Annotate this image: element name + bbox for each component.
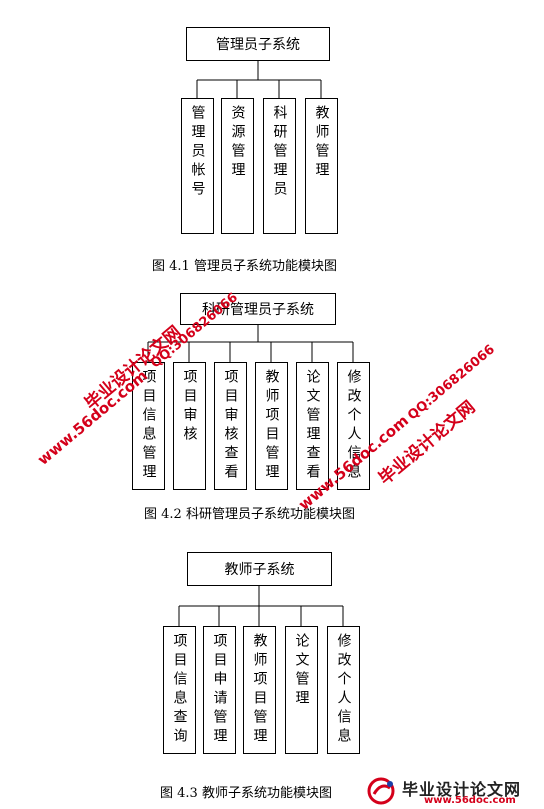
- diagram3-child-label: 论文管理: [293, 633, 310, 709]
- diagram3-child-label: 项目申请管理: [211, 633, 228, 747]
- diagram2-child-box: 教师项目管理: [255, 362, 288, 490]
- diagram3-child-box: 项目信息查询: [163, 626, 196, 754]
- diagram2-child-box: 项目审核: [173, 362, 206, 490]
- diagram1-child-label: 教师管理: [313, 105, 330, 181]
- diagram1-child-label: 科研管理员: [271, 105, 288, 200]
- diagram3-child-label: 项目信息查询: [171, 633, 188, 747]
- diagram1-root-label: 管理员子系统: [216, 37, 300, 53]
- diagram2-child-label: 项目审核: [181, 369, 198, 445]
- diagram3-child-label: 教师项目管理: [251, 633, 268, 747]
- diagram3-child-label: 修改个人信息: [335, 633, 352, 747]
- diagram1-child-box: 管理员帐号: [181, 98, 214, 234]
- diagram2-child-label: 项目信息管理: [140, 369, 157, 483]
- logo-mark-icon: [367, 777, 395, 805]
- diagram2-child-box: 论文管理查看: [296, 362, 329, 490]
- diagram2-child-label: 论文管理查看: [304, 369, 321, 483]
- diagram1-caption: 图 4.1 管理员子系统功能模块图: [152, 259, 337, 274]
- footer-logo-name: 毕业设计论文网: [402, 780, 522, 799]
- diagram2-child-box: 项目信息管理: [132, 362, 165, 490]
- diagram2-child-box: 修改个人信息: [337, 362, 370, 490]
- diagram3-child-box: 教师项目管理: [243, 626, 276, 754]
- diagram3-child-box: 论文管理: [285, 626, 318, 754]
- diagram2-child-label: 教师项目管理: [263, 369, 280, 483]
- diagram3-caption: 图 4.3 教师子系统功能模块图: [160, 786, 332, 801]
- diagram2-root-label: 科研管理员子系统: [202, 302, 314, 318]
- footer-logo: 毕业设计论文网 www.56doc.com: [366, 776, 536, 806]
- footer-logo-url: www.56doc.com: [424, 795, 516, 806]
- diagram1-child-box: 科研管理员: [263, 98, 296, 234]
- diagram1-child-box: 教师管理: [305, 98, 338, 234]
- diagram1-child-label: 资源管理: [229, 105, 246, 181]
- diagram1-child-box: 资源管理: [221, 98, 254, 234]
- diagram2-child-label: 项目审核查看: [222, 369, 239, 483]
- diagram3-root-label: 教师子系统: [224, 562, 295, 578]
- diagram2-child-box: 项目审核查看: [214, 362, 247, 490]
- diagram2-caption: 图 4.2 科研管理员子系统功能模块图: [144, 507, 355, 522]
- diagram3-child-box: 项目申请管理: [203, 626, 236, 754]
- diagram2-child-label: 修改个人信息: [345, 369, 362, 483]
- diagram3-root-box: 教师子系统: [187, 552, 332, 586]
- diagram3-child-box: 修改个人信息: [327, 626, 360, 754]
- diagram2-root-box: 科研管理员子系统: [180, 293, 336, 325]
- diagram1-root-box: 管理员子系统: [186, 27, 330, 61]
- diagram1-child-label: 管理员帐号: [189, 105, 206, 200]
